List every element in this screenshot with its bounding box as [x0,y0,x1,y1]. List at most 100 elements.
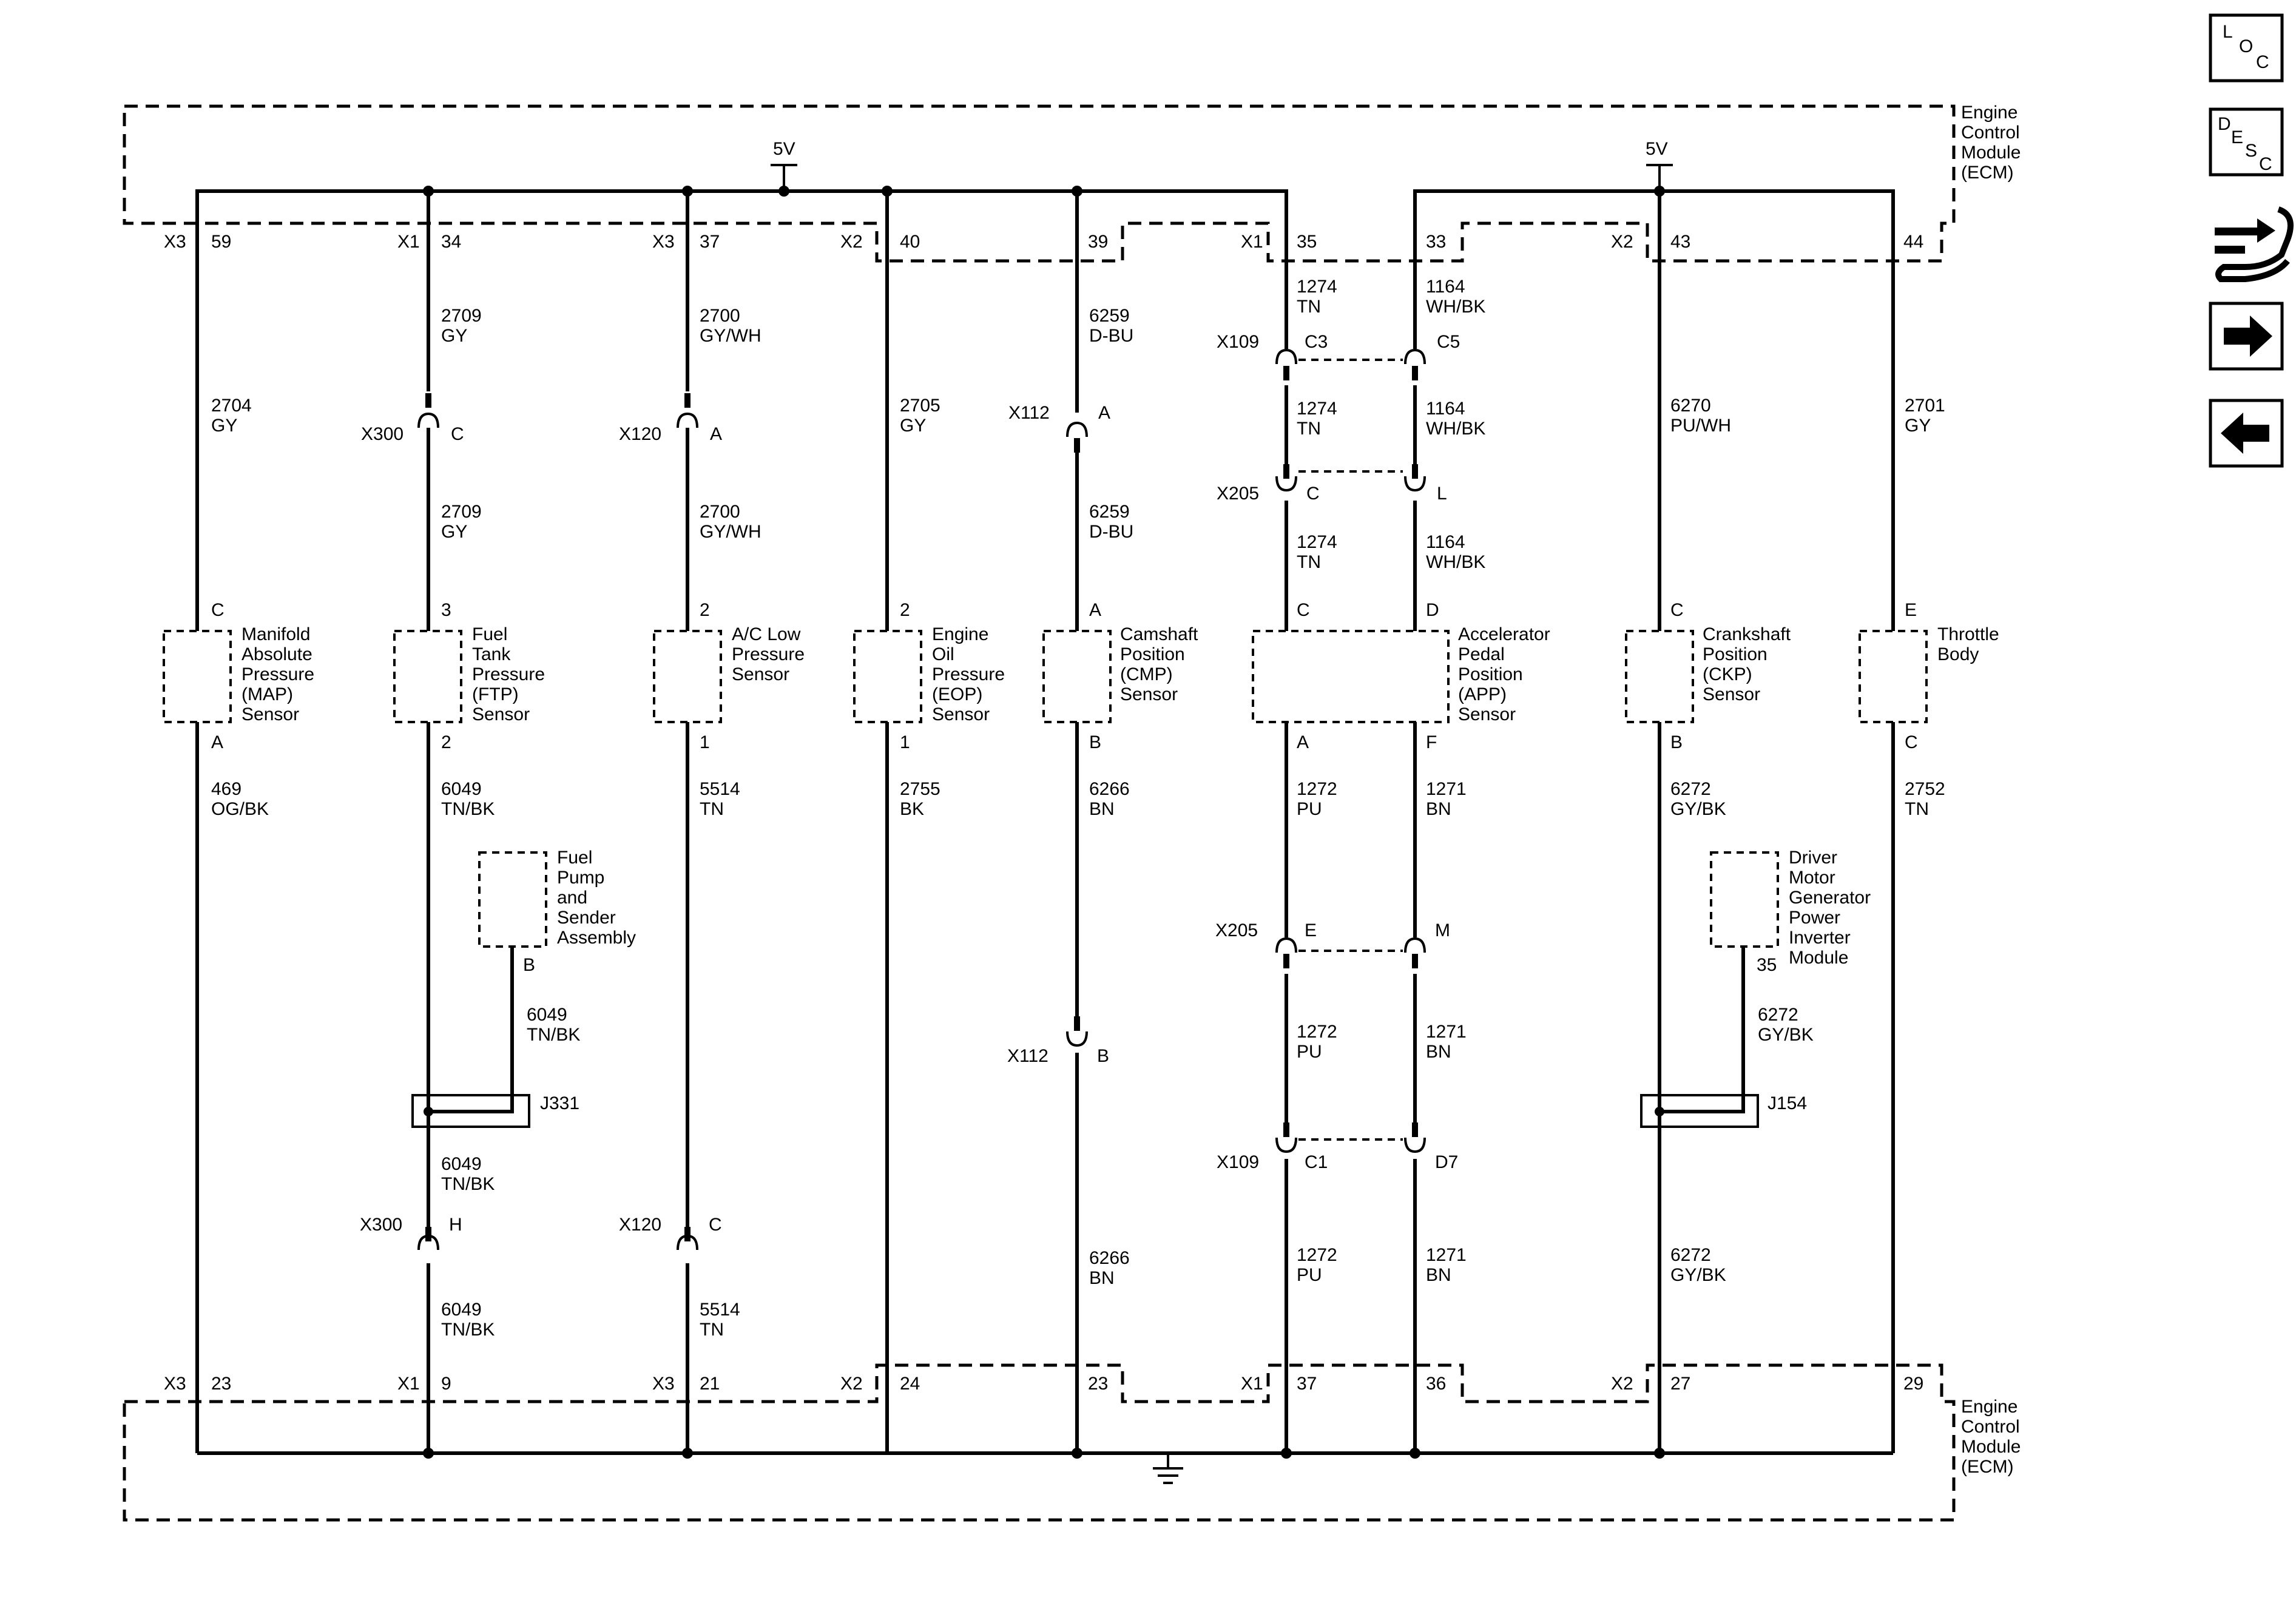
dmgpim-module: 35 Driver Motor Generator Power Inverter… [1710,848,1871,975]
wire-color-6049-d: TN/BK [441,1320,495,1340]
loc-letter-l: L [2223,22,2233,42]
wire-color-6259-a: D-BU [1089,326,1133,346]
connector-wrench-icon[interactable] [2215,206,2294,282]
wire-circuit-6259-b: 6259 [1089,502,1130,522]
wire-circuit-6049-b: 6049 [527,1005,567,1025]
conn-pin-x120-a: A [710,424,722,444]
bottom-pin-3: 21 [700,1374,720,1394]
wire-color-1274-c: TN [1297,552,1321,572]
top-pin-1: 59 [211,232,231,252]
eop-pin-top: 2 [900,600,910,620]
conn-label-x300-h: X300 [360,1215,402,1235]
conn-pin-x120-c: C [709,1215,722,1235]
bottom-conn-6: X1 [1241,1374,1263,1394]
connector-x300-c [417,393,439,428]
map-pin-top: C [211,600,225,620]
wire-circuit-1272-b: 1272 [1297,1022,1337,1042]
dmgpim-name-2: Motor [1789,868,1835,888]
app-pin-top-c: C [1297,600,1310,620]
eop-name-2: Oil [932,644,954,664]
wire-color-1274-b: TN [1297,419,1321,439]
power-bus-right: 5V [1413,139,1895,267]
loc-button[interactable]: L O C [2209,13,2284,83]
wire-circuit-1271-c: 1271 [1426,1245,1467,1265]
conn-label-x205-e: X205 [1215,920,1258,940]
top-conn-3: X3 [652,232,675,252]
wire-circuit-5514-a: 5514 [700,779,740,799]
top-conn-8: X2 [1611,232,1633,252]
ac-pin-bottom: 1 [700,732,710,752]
map-name-2: Absolute [241,644,312,664]
wire-circuit-1274-c: 1274 [1297,532,1337,552]
fuel-pump-name-1: Fuel [557,848,592,868]
wire-color-2704: GY [211,416,237,436]
conn-pin-x109-c1: C1 [1305,1152,1328,1172]
wire-color-2700-a: GY/WH [700,326,761,346]
connector-x109-c5 [1404,348,1426,380]
app-pin-bottom-f: F [1426,732,1437,752]
conn-label-x120-c: X120 [619,1215,661,1235]
ftp-sensor: 3 2 Fuel Tank Pressure (FTP) Sensor [393,600,545,752]
wire-circuit-6272-c: 6272 [1670,1245,1711,1265]
connector-x205-l [1404,464,1426,492]
ecm-top-module: Engine Control Module (ECM) [123,103,2021,263]
wire-color-2709-a: GY [441,326,467,346]
connector-x112-b [1066,1016,1088,1047]
wire-circuit-2700-a: 2700 [700,306,740,326]
map-sensor: C A Manifold Absolute Pressure (MAP) Sen… [163,600,314,752]
ground-icon [1153,1453,1183,1484]
wire-color-1271-c: BN [1426,1265,1451,1285]
cmp-name-4: Sensor [1120,684,1178,704]
wire-circuit-2752: 2752 [1905,779,1945,799]
ckp-name-4: Sensor [1703,684,1760,704]
desc-letter-c: C [2259,154,2272,174]
ckp-sensor: C B Crankshaft Position (CKP) Sensor [1625,600,1791,752]
top-conn-1: X3 [164,232,186,252]
power-label-right: 5V [1646,139,1668,159]
wire-color-2752: TN [1905,799,1929,819]
bottom-conn-1: X3 [164,1374,186,1394]
connector-x205-m [1404,937,1426,968]
arrow-left-icon[interactable] [2209,399,2284,468]
wire-circuit-1164-c: 1164 [1426,532,1465,552]
wire-color-1272-c: PU [1297,1265,1322,1285]
cmp-sensor: A B Camshaft Position (CMP) Sensor [1042,600,1198,752]
connector-x109-c1 [1275,1122,1297,1153]
wire-color-6270: PU/WH [1670,416,1731,436]
conn-pin-x205-e: E [1305,920,1317,940]
map-pin-bottom: A [211,732,223,752]
components: C A Manifold Absolute Pressure (MAP) Sen… [163,600,1999,975]
eop-sensor: 2 1 Engine Oil Pressure (EOP) Sensor [853,600,1005,752]
conn-label-x205-c: X205 [1217,484,1259,504]
wire-color-2755: BK [900,799,924,819]
top-pin-3: 37 [700,232,720,252]
conn-pin-x109-c5: C5 [1437,332,1460,352]
throttle-name-1: Throttle [1937,624,1999,644]
cmp-name-3: (CMP) [1120,664,1173,684]
connector-x120-c [677,1227,698,1251]
wire-circuit-1272-c: 1272 [1297,1245,1337,1265]
desc-button[interactable]: D E S C [2209,107,2284,177]
wire-color-6272-b: GY/BK [1758,1025,1814,1045]
fuel-pump-name-3: and [557,888,587,908]
top-conn-2: X1 [397,232,420,252]
app-name-2: Pedal [1458,644,1505,664]
fuel-pump-sender-assembly: B Fuel Pump and Sender Assembly [478,848,636,975]
arrow-right-icon[interactable] [2209,302,2284,371]
conn-pin-x112-a: A [1098,403,1110,423]
wire-circuit-1274-a: 1274 [1297,277,1337,297]
ftp-pin-top: 3 [441,600,451,620]
cmp-pin-top: A [1089,600,1101,620]
eop-name-1: Engine [932,624,988,644]
conn-label-x120-a: X120 [619,424,661,444]
top-pin-9: 44 [1903,232,1923,252]
conn-label-x112-a: X112 [1008,403,1050,423]
wire-circuit-1271-b: 1271 [1426,1022,1467,1042]
wire-color-2709-b: GY [441,522,467,542]
throttle-body: E C Throttle Body [1859,600,1999,752]
conn-pin-x205-c: C [1306,484,1320,504]
wire-color-6049-a: TN/BK [441,799,495,819]
splice-j154: J154 [1640,1093,1807,1128]
wire-color-2705: GY [900,416,926,436]
throttle-pin-top: E [1905,600,1917,620]
